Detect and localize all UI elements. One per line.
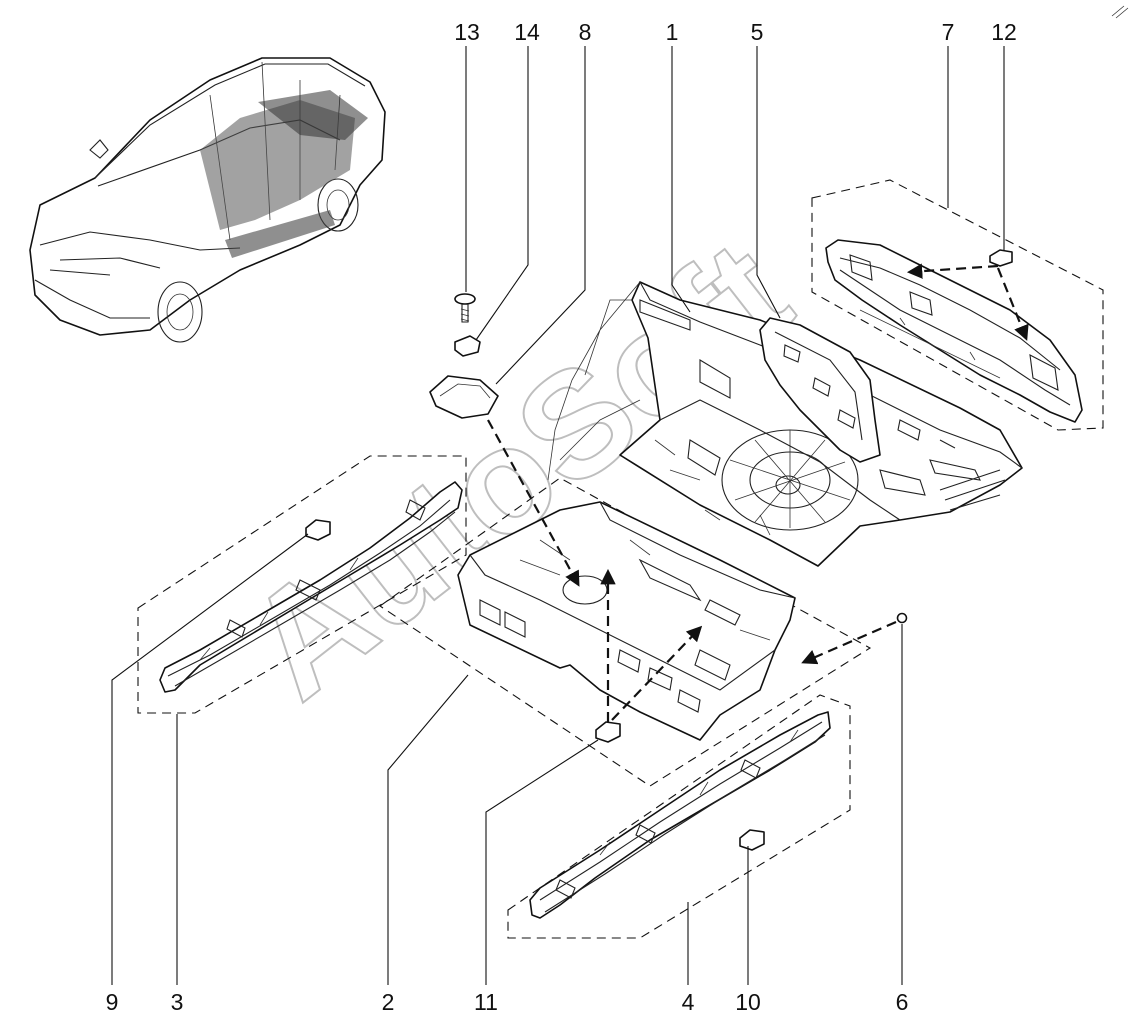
callout-9: 9	[106, 989, 119, 1015]
rivet-6	[896, 612, 908, 624]
callout-1: 1	[666, 19, 679, 45]
arrow-rivet-6	[801, 620, 897, 665]
clip-12	[989, 249, 1013, 267]
group-box-rear-panel	[811, 179, 1104, 431]
callout-12: 12	[991, 19, 1017, 45]
callout-3: 3	[171, 989, 184, 1015]
screw-13	[454, 293, 476, 323]
rear-cross-member	[759, 317, 881, 463]
clip-10	[739, 829, 765, 851]
callout-2: 2	[382, 989, 395, 1015]
clip-11	[595, 721, 621, 743]
group-box-right-sill	[507, 694, 851, 939]
arrow-clip-12-right	[996, 267, 1029, 341]
callout-4: 4	[682, 989, 695, 1015]
front-floor-panel	[457, 501, 796, 741]
corner-mark	[1111, 5, 1129, 19]
arrow-clip-12-left	[906, 263, 999, 279]
leader-lines	[111, 46, 1005, 985]
rear-panel	[825, 239, 1083, 423]
clip-14	[454, 335, 481, 357]
callout-10: 10	[735, 989, 761, 1015]
left-sill	[159, 481, 463, 693]
car-overview-illustration	[29, 57, 386, 343]
callout-6: 6	[896, 989, 909, 1015]
callout-5: 5	[751, 19, 764, 45]
arrow-clip-11-diag	[611, 625, 703, 721]
cover-plug-8	[429, 375, 499, 419]
right-sill	[529, 711, 831, 919]
callout-7: 7	[942, 19, 955, 45]
callout-11: 11	[474, 989, 498, 1015]
group-box-left-sill	[137, 455, 467, 714]
group-box-front-floor	[379, 477, 872, 787]
callout-13: 13	[454, 19, 480, 45]
callout-14: 14	[514, 19, 540, 45]
callout-8: 8	[579, 19, 592, 45]
